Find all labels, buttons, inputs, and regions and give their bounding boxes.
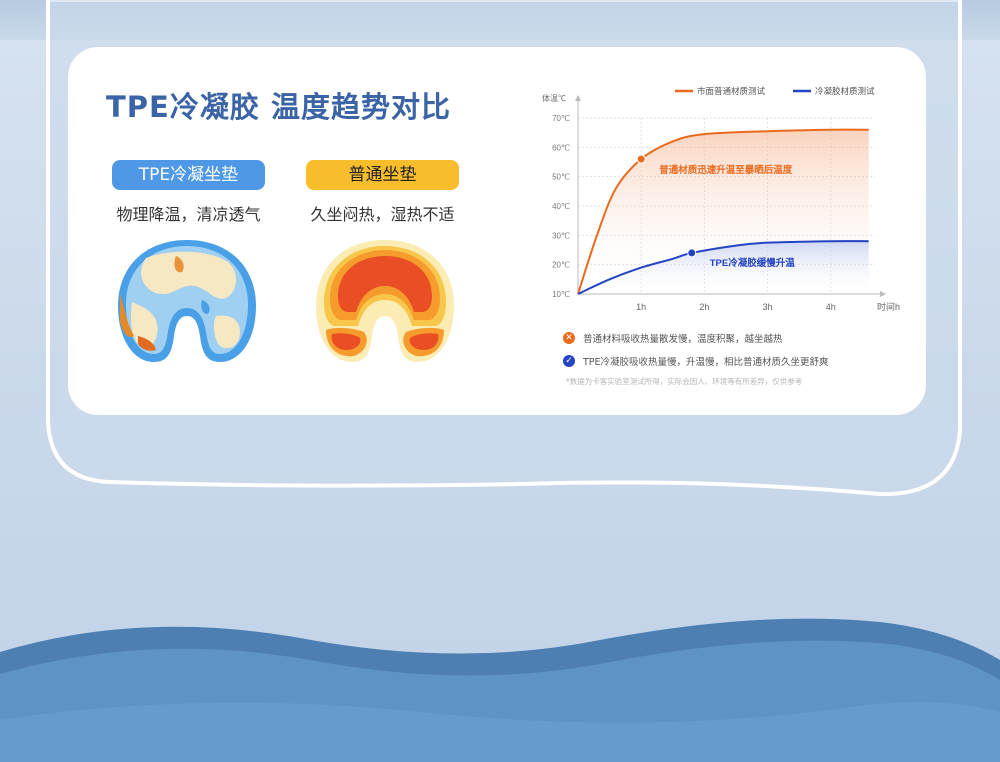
note-tpe-text: TPE冷凝胶吸收热量慢，升温慢，相比普通材质久坐更舒爽 bbox=[583, 357, 829, 368]
page-title: TPE冷凝胶 温度趋势对比 bbox=[106, 90, 451, 124]
disclaimer: *数据为卡客实验室测试所得，实际会因人、环境等有所差异，仅供参考 bbox=[566, 377, 803, 386]
tpe-cushion-thermal-image bbox=[118, 240, 256, 362]
y-axis-arrow bbox=[575, 95, 581, 101]
check-icon: ✓ bbox=[563, 355, 575, 367]
annotation-point bbox=[687, 248, 697, 258]
note-normal-text: 普通材料吸收热量散发慢，温度积聚，越坐越热 bbox=[583, 334, 783, 345]
legend-label: 市面普通材质测试 bbox=[697, 86, 766, 96]
note-tpe: ✓ TPE冷凝胶吸收热量慢，升温慢，相比普通材质久坐更舒爽 bbox=[563, 354, 829, 368]
y-tick-label: 20℃ bbox=[552, 261, 570, 270]
x-axis-label: 时间h bbox=[877, 301, 900, 312]
normal-cushion-description: 久坐闷热，湿热不适 bbox=[310, 205, 455, 224]
y-axis-label: 体温℃ bbox=[542, 93, 566, 103]
annotation-label: 普通材质迅速升温至暴晒后温度 bbox=[659, 164, 793, 176]
y-tick-label: 50℃ bbox=[552, 173, 570, 182]
annotation-point bbox=[636, 154, 646, 164]
normal-cushion-thermal-image bbox=[316, 240, 454, 362]
tpe-cushion-badge: TPE冷凝坐垫 bbox=[112, 160, 265, 190]
x-axis-arrow bbox=[880, 291, 886, 297]
y-tick-label: 70℃ bbox=[552, 114, 570, 123]
legend-label: 冷凝胶材质测试 bbox=[815, 86, 875, 96]
x-tick-label: 1h bbox=[636, 302, 646, 312]
y-tick-label: 40℃ bbox=[552, 202, 570, 211]
annotation-label: TPE冷凝胶缓慢升温 bbox=[710, 257, 795, 269]
y-tick-label: 30℃ bbox=[552, 231, 570, 240]
series-line-0 bbox=[577, 128, 869, 295]
y-tick-label: 60℃ bbox=[552, 143, 570, 152]
note-normal: ✕ 普通材料吸收热量散发慢，温度积聚，越坐越热 bbox=[563, 331, 783, 345]
x-tick-label: 3h bbox=[763, 302, 773, 312]
x-tick-label: 2h bbox=[699, 302, 709, 312]
series-area-1 bbox=[578, 241, 869, 294]
temperature-trend-chart: 10℃ 20℃ 30℃ 40℃ 50℃ 60℃ 70℃ 1h 2h 3h 4h 体温℃ 时间h 普通材质迅… bbox=[542, 86, 900, 312]
normal-cushion-badge: 普通坐垫 bbox=[306, 160, 459, 190]
x-tick-label: 4h bbox=[826, 302, 836, 312]
y-tick-label: 10℃ bbox=[552, 290, 570, 299]
x-icon: ✕ bbox=[563, 332, 575, 344]
tpe-cushion-description: 物理降温，清凉透气 bbox=[116, 205, 261, 224]
